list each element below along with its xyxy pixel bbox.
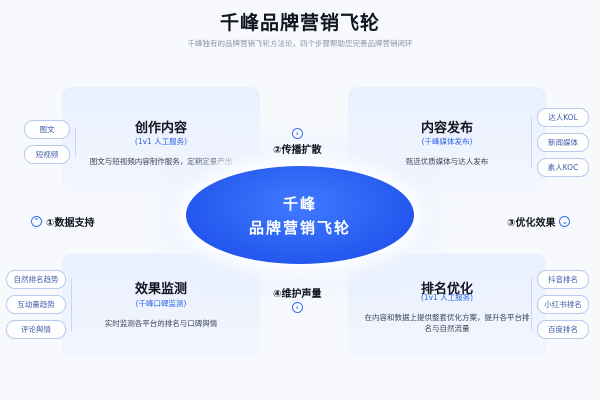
center-flywheel-label: 品牌营销飞轮	[248, 219, 351, 237]
tags-monitor-effect: 自然排名趋势 互动量趋势 评论舆情	[6, 270, 72, 339]
quadrant-monitor-effect: 效果监测 (千峰口碑监测) 实时监测各平台的排名与口碑舆情	[62, 254, 260, 358]
chevron-right-icon: ›	[291, 128, 303, 139]
quadrant-description: 图文与短视频内容制作服务，定期定量产出	[89, 157, 233, 166]
tag-natural-ranking-trend: 自然排名趋势	[6, 270, 66, 289]
chevron-left-icon: ‹	[291, 302, 303, 313]
quadrant-description: 在内容和数据上提供整套优化方案，提升各平台排名与自然流量	[364, 313, 530, 333]
quadrant-title: 内容发布	[420, 121, 473, 136]
tags-create-content: 图文 短视频	[24, 120, 76, 164]
tag-douyin-ranking: 抖音排名	[537, 270, 589, 289]
tag-image-text: 图文	[24, 120, 70, 139]
tags-ranking-optimization: 抖音排名 小红书排名 百度排名	[531, 270, 589, 339]
quadrant-description: 甄选优质媒体与达人发布	[405, 157, 489, 166]
connector-label: ④维护声量	[273, 289, 322, 300]
tag-baidu-ranking: 百度排名	[537, 320, 589, 339]
connector-label: ③优化效果	[507, 218, 556, 229]
quadrant-title: 创作内容	[134, 121, 187, 136]
quadrant-subtitle: (千峰媒体发布)	[421, 137, 473, 146]
quadrant-title: 排名优化	[420, 282, 473, 297]
tag-koc: 素人KOC	[537, 158, 589, 177]
connector-label: ①数据支持	[46, 218, 95, 229]
tag-xiaohongshu-ranking: 小红书排名	[537, 295, 589, 314]
connector-optimize: ③优化效果 ⌄	[507, 214, 571, 229]
tag-short-video: 短视频	[24, 145, 70, 164]
tag-comment-sentiment: 评论舆情	[6, 320, 66, 339]
tag-interaction-trend: 互动量趋势	[6, 295, 66, 314]
center-brand-label: 千峰	[282, 195, 317, 213]
tag-kol: 达人KOL	[537, 108, 589, 127]
connector-maintain: ‹ ④维护声量	[273, 285, 321, 313]
quadrant-subtitle: (千峰口碑监测)	[135, 299, 187, 308]
connector-data-support: ⌃ ①数据支持	[31, 214, 94, 229]
connector-label: ②传播扩散	[273, 145, 322, 156]
quadrant-ranking-optimization: 排名优化 (1v1 人工服务) 在内容和数据上提供整套优化方案，提升各平台排名与…	[348, 254, 546, 358]
page-title: 千峰品牌营销飞轮	[219, 12, 380, 34]
quadrant-publish-content: 内容发布 (千峰媒体发布) 甄选优质媒体与达人发布	[348, 87, 546, 191]
chevron-down-icon: ⌄	[559, 216, 571, 227]
page-subtitle: 千峰独有的品牌营销飞轮方法论，四个步骤帮助您完善品牌营销闭环	[187, 39, 413, 48]
quadrant-title: 效果监测	[134, 282, 187, 297]
quadrant-subtitle: (1v1 人工服务)	[134, 137, 188, 146]
quadrant-description: 实时监测各平台的排名与口碑舆情	[104, 319, 218, 328]
chevron-up-icon: ⌃	[31, 216, 42, 227]
quadrant-create-content: 创作内容 (1v1 人工服务) 图文与短视频内容制作服务，定期定量产出	[62, 87, 260, 191]
tags-publish-content: 达人KOL 新闻媒体 素人KOC	[531, 108, 589, 177]
quadrant-subtitle: (1v1 人工服务)	[420, 293, 474, 302]
flywheel-center: 千峰 品牌营销飞轮	[186, 166, 414, 264]
tag-news-media: 新闻媒体	[537, 133, 589, 152]
connector-spread: › ②传播扩散	[273, 128, 321, 156]
